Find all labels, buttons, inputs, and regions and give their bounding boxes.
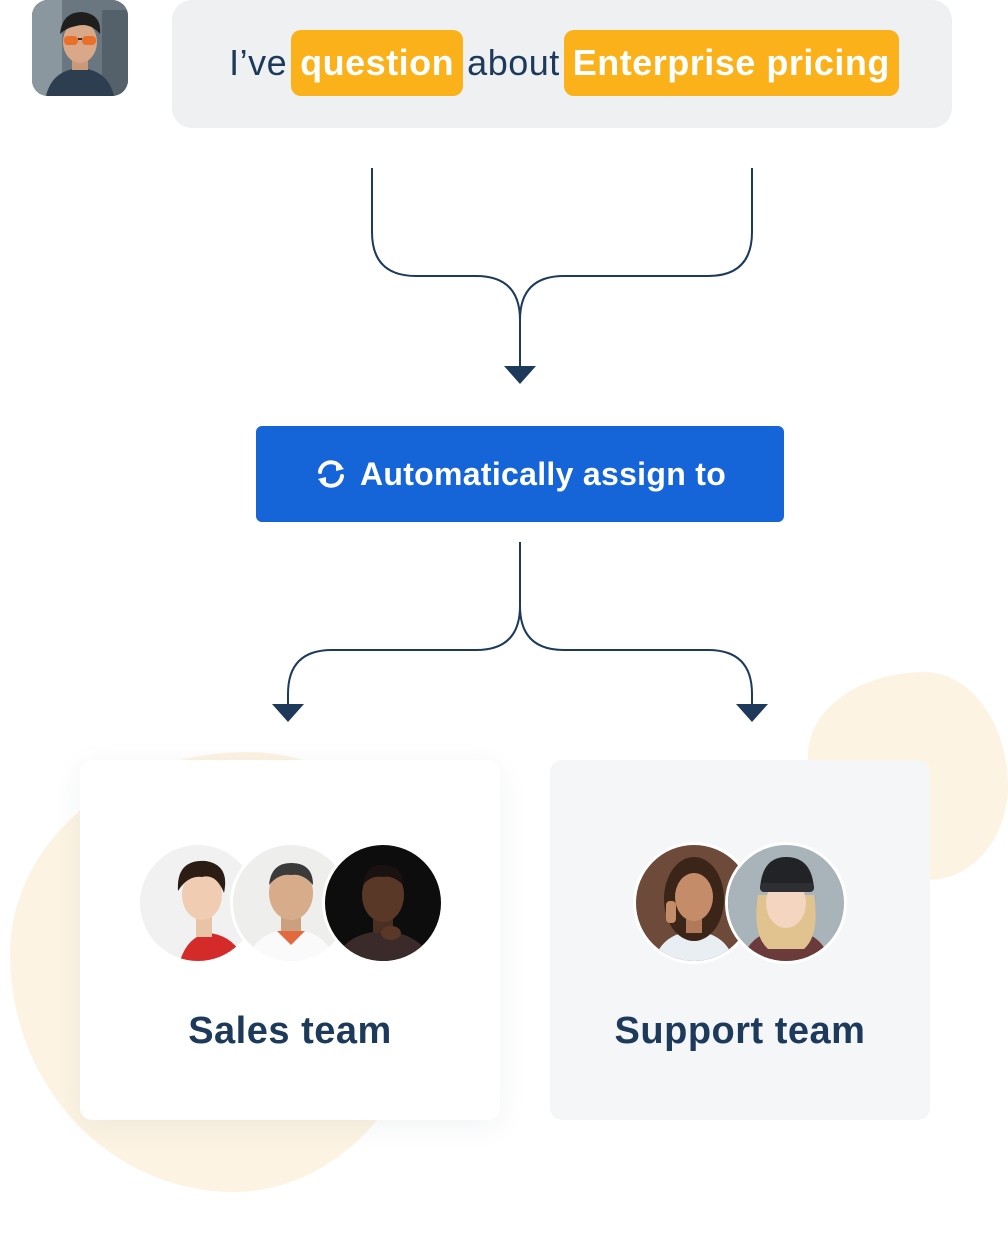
member-avatar: [725, 842, 847, 964]
user-avatar: [32, 0, 128, 96]
highlight-enterprise-pricing: Enterprise pricing: [563, 30, 899, 96]
sales-team-name: Sales team: [188, 1010, 392, 1052]
member-avatar: [230, 842, 352, 964]
connector-to-support: [519, 605, 753, 706]
highlight-question: question: [291, 30, 464, 96]
automatically-assign-button[interactable]: Automatically assign to: [256, 426, 784, 522]
support-team-name: Support team: [614, 1010, 866, 1052]
arrow-down-icon: [736, 704, 768, 722]
message-bubble: I’ve question about Enterprise pricing: [172, 0, 952, 128]
support-team-card[interactable]: Support team: [550, 760, 930, 1120]
refresh-icon: [317, 460, 344, 488]
message-text: I’ve question about Enterprise pricing: [172, 30, 952, 96]
connector-left-top: [371, 168, 521, 366]
arrow-down-icon: [504, 366, 536, 384]
member-avatar: [322, 842, 444, 964]
message-middle: about: [467, 42, 560, 83]
arrow-down-icon: [272, 704, 304, 722]
connector-right-top: [519, 168, 753, 321]
connector-to-sales: [287, 542, 521, 706]
member-avatar: [633, 842, 755, 964]
assign-button-label: Automatically assign to: [359, 455, 727, 492]
message-prefix: I’ve: [229, 42, 288, 83]
support-team-avatars: [550, 842, 930, 964]
sales-team-card[interactable]: Sales team: [80, 760, 500, 1120]
sales-team-avatars: [80, 842, 500, 964]
